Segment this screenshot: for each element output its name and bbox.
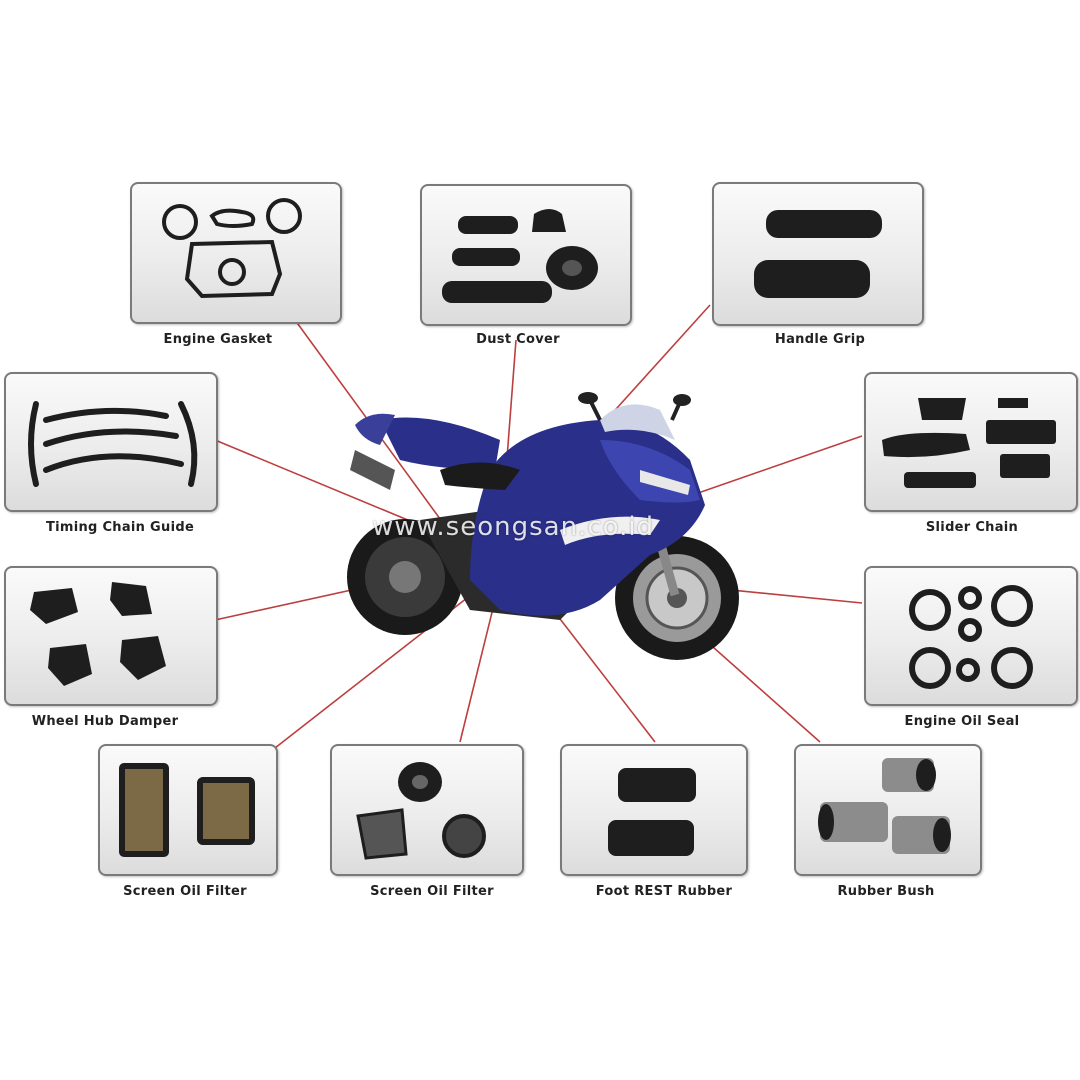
oil-seal-icon (909, 585, 1033, 689)
caption-engine-gasket: Engine Gasket (163, 332, 273, 347)
caption-dust-cover: Dust Cover (476, 332, 560, 347)
panel-foot-rest-rubber (560, 744, 748, 876)
slider-chain-icon (882, 398, 1056, 488)
caption-screen-oil-filter-2: Screen Oil Filter (370, 884, 494, 899)
filter-strainer-icon (356, 762, 486, 860)
caption-timing-chain-guide: Timing Chain Guide (45, 520, 195, 535)
panel-handle-grip (712, 182, 924, 326)
panel-dust-cover (420, 184, 632, 326)
panel-slider-chain (864, 372, 1078, 512)
panel-engine-gasket (130, 182, 342, 324)
panel-wheel-hub-damper (4, 566, 218, 706)
caption-handle-grip: Handle Grip (774, 332, 866, 347)
caption-slider-chain: Slider Chain (925, 520, 1019, 535)
chain-guide-icon (28, 401, 198, 487)
caption-screen-oil-filter-1: Screen Oil Filter (123, 884, 247, 899)
rubber-bush-icon (818, 758, 951, 854)
watermark: www.seongsan.co.id (372, 512, 655, 542)
hub-damper-icon (30, 582, 166, 686)
panel-rubber-bush (794, 744, 982, 876)
gasket-icon (162, 198, 302, 299)
foot-rest-icon (608, 768, 696, 856)
panel-timing-chain-guide (4, 372, 218, 512)
caption-rubber-bush: Rubber Bush (837, 884, 935, 899)
panel-screen-oil-filter-1 (98, 744, 278, 876)
handle-grip-icon (754, 210, 882, 298)
caption-foot-rest-rubber: Foot REST Rubber (595, 884, 733, 899)
panel-screen-oil-filter-2 (330, 744, 524, 876)
panel-engine-oil-seal (864, 566, 1078, 706)
caption-engine-oil-seal: Engine Oil Seal (904, 714, 1020, 729)
filter-screen-icon (119, 763, 255, 857)
caption-wheel-hub-damper: Wheel Hub Damper (31, 714, 179, 729)
dust-cover-icon (442, 209, 598, 303)
